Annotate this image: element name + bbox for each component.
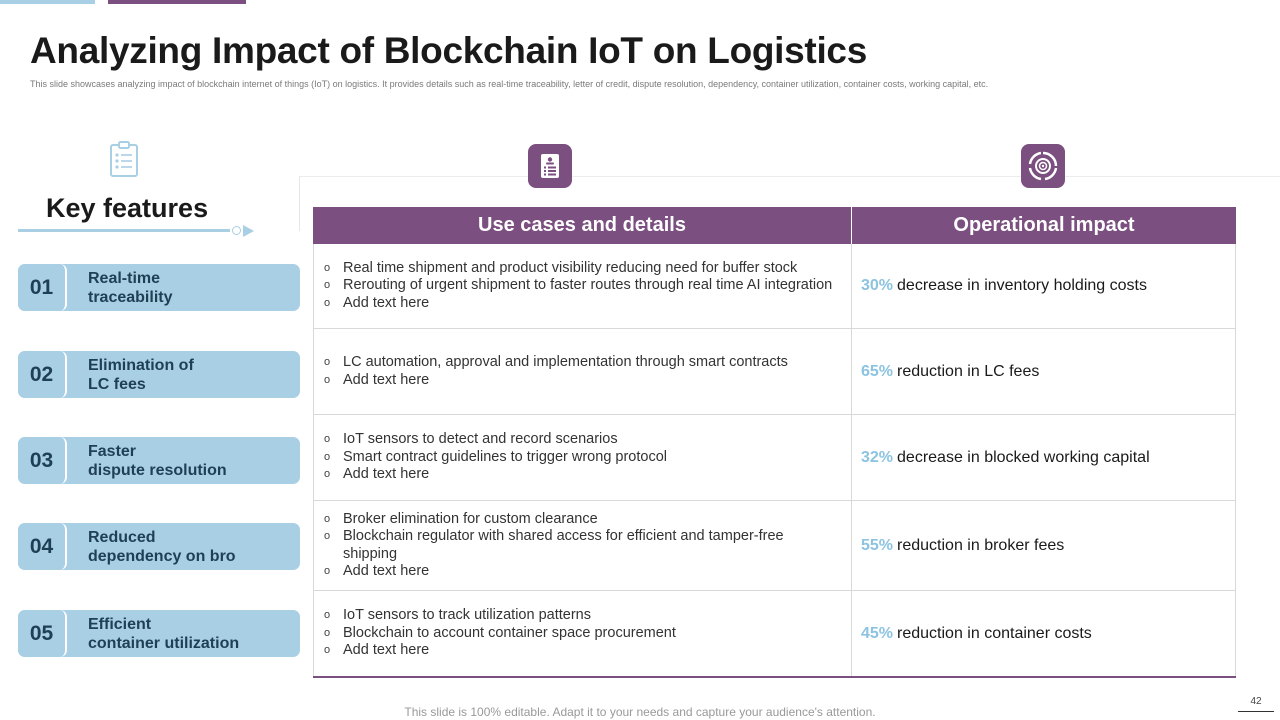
impact-percent: 45% [861,624,894,642]
feature-label: Elimination of LC fees [88,356,194,393]
impact-cell: 32%decrease in blocked working capital [852,415,1236,500]
feature-label: Reduced dependency on bro [88,528,236,565]
feature-label: Faster dispute resolution [88,442,227,479]
use-case-item: Add text here [324,295,832,313]
use-case-item: LC automation, approval and implementati… [324,354,788,372]
top-accent-bar-blue [0,0,95,4]
feature-number: 04 [18,523,67,570]
use-case-item: Blockchain regulator with shared access … [324,528,834,563]
feature-number: 05 [18,610,67,657]
table-row: IoT sensors to detect and record scenari… [313,415,1236,501]
use-case-item: IoT sensors to detect and record scenari… [324,431,667,449]
feature-label: Real-time traceability [88,269,173,306]
top-accent-bar-purple [108,0,246,4]
impact-percent: 65% [861,362,894,380]
use-case-item: Add text here [324,642,676,660]
use-case-item: Add text here [324,563,834,581]
impact-text: decrease in blocked working capital [897,448,1150,466]
use-case-cell: LC automation, approval and implementati… [313,329,852,414]
key-features-title: Key features [46,193,209,223]
use-case-item: Rerouting of urgent shipment to faster r… [324,277,832,295]
impact-table: Use cases and details Operational impact… [313,207,1236,678]
impact-text: decrease in inventory holding costs [897,277,1147,294]
feature-number: 01 [18,264,67,311]
use-case-cell: IoT sensors to track utilization pattern… [313,591,852,676]
feature-number: 02 [18,351,67,398]
column-header-operational-impact: Operational impact [953,214,1135,236]
feature-label: Efficient container utilization [88,615,240,652]
impact-cell: 30%decrease in inventory holding costs [852,244,1236,328]
use-case-item: Add text here [324,372,788,390]
use-case-list: Real time shipment and product visibilit… [324,260,832,313]
page-title: Analyzing Impact of Blockchain IoT on Lo… [30,30,867,71]
key-features-arrow-icon [243,225,254,237]
feature-number: 03 [18,437,67,484]
use-case-item: Broker elimination for custom clearance [324,511,834,529]
page-number-underline [1238,711,1274,712]
document-list-icon [528,144,572,188]
column-header-use-cases: Use cases and details [313,207,852,244]
feature-item: 03 Faster dispute resolution [18,437,300,484]
use-case-list: IoT sensors to track utilization pattern… [324,607,676,660]
connector-line-vertical [299,177,300,231]
clipboard-icon [110,141,138,177]
key-features-connector-dot [232,226,241,235]
target-cycle-icon [1021,144,1065,188]
use-case-list: Broker elimination for custom clearance … [324,511,834,581]
impact-percent: 32% [861,448,894,466]
use-case-cell: Real time shipment and product visibilit… [313,244,852,328]
impact-cell: 65%reduction in LC fees [852,329,1236,414]
use-case-item: IoT sensors to track utilization pattern… [324,607,676,625]
feature-item: 04 Reduced dependency on bro [18,523,300,570]
impact-text: reduction in container costs [897,624,1092,642]
feature-item: 02 Elimination of LC fees [18,351,300,398]
table-header: Use cases and details Operational impact [313,207,1236,244]
use-case-item: Real time shipment and product visibilit… [324,260,832,278]
impact-percent: 30% [861,277,894,294]
use-case-list: IoT sensors to detect and record scenari… [324,431,667,484]
use-case-item: Smart contract guidelines to trigger wro… [324,449,667,467]
page-number: 42 [1250,696,1262,707]
use-case-cell: IoT sensors to detect and record scenari… [313,415,852,500]
use-case-item: Blockchain to account container space pr… [324,625,676,643]
feature-item: 05 Efficient container utilization [18,610,300,657]
impact-cell: 45%reduction in container costs [852,591,1236,676]
table-row: IoT sensors to track utilization pattern… [313,591,1236,676]
use-case-item: Add text here [324,466,667,484]
connector-line-horizontal [299,176,1280,177]
table-row: LC automation, approval and implementati… [313,329,1236,415]
key-features-underline [18,229,230,232]
table-row: Broker elimination for custom clearance … [313,501,1236,591]
table-row: Real time shipment and product visibilit… [313,244,1236,329]
impact-cell: 55%reduction in broker fees [852,501,1236,590]
feature-item: 01 Real-time traceability [18,264,300,311]
impact-percent: 55% [861,536,894,554]
impact-text: reduction in broker fees [897,536,1065,554]
impact-text: reduction in LC fees [897,362,1040,380]
use-case-list: LC automation, approval and implementati… [324,354,788,389]
footer-note: This slide is 100% editable. Adapt it to… [404,705,876,719]
use-case-cell: Broker elimination for custom clearance … [313,501,852,590]
page-subtitle: This slide showcases analyzing impact of… [30,79,989,89]
